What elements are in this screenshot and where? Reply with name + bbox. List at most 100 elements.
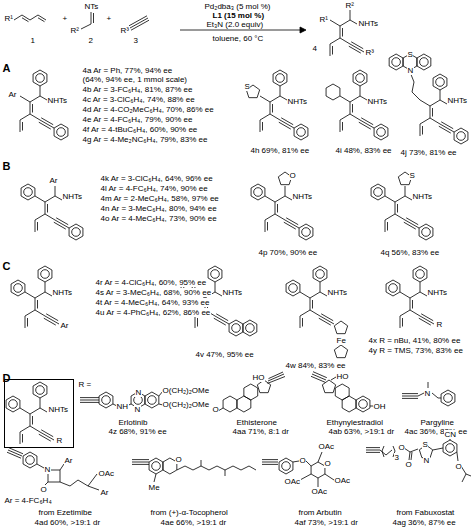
chem-label: 4aa 71%, 8:1 dr: [232, 427, 289, 436]
chem-label: from Fabuxostat: [396, 508, 455, 517]
chem-label: 4q 56%, 83% ee: [380, 248, 440, 257]
chem-label: N: [423, 456, 430, 465]
chem-label: from Ezetimibe: [38, 508, 92, 517]
chem-label: O: [398, 443, 405, 452]
chem-label: NHTs: [47, 96, 68, 105]
chem-label: Erlotinib: [118, 418, 148, 427]
chem-label: 4e Ar = 4-FC₆H₄, 79%, 90% ee: [82, 115, 193, 124]
panel-letter: C: [2, 260, 11, 272]
chem-label: 3: [133, 36, 138, 45]
chem-label: 4p 70%, 90% ee: [258, 248, 318, 257]
chem-label: R¹: [4, 14, 13, 23]
structure-label: R: [56, 436, 63, 445]
chem-label: 4n Ar = 3-MeC₆H₄, 80%, 94% ee: [100, 204, 217, 213]
chem-label: CN: [444, 430, 457, 439]
chem-label: O: [212, 405, 219, 414]
chem-label: NTs: [84, 2, 99, 11]
chem-label: +: [62, 14, 68, 23]
chem-label: Pd₂dba₃ (5 mol %): [204, 2, 271, 11]
chem-label: 4h 69%, 81% ee: [250, 146, 310, 155]
chem-label: 4d Ar = 4-CO₂MeC₆H₄, 70%, 86% ee: [82, 105, 214, 114]
chem-label: HO: [336, 372, 349, 381]
chem-label: 4s Ar = 3-MeC₆H₄, 68%, 90% ee: [95, 288, 212, 297]
chem-label: Et₃N (2.0 equiv): [206, 20, 264, 29]
chem-label: N: [135, 388, 142, 397]
chem-label: Ar: [100, 488, 109, 497]
chem-label: NHTs: [62, 192, 83, 201]
chem-label: OAc: [318, 442, 335, 451]
chem-label: from (+)-α-Tocopherol: [150, 508, 228, 517]
chem-label: S: [407, 50, 413, 59]
chem-label: L1 (15 mol %): [212, 11, 265, 20]
chem-label: 4l Ar = 4-FC₆H₄, 74%, 90% ee: [100, 184, 208, 193]
chem-label: 4x R = nBu, 41%, 80% ee: [368, 336, 461, 345]
chem-label: 4v 47%, 95% ee: [195, 350, 254, 359]
chem-label: Ethisterone: [236, 418, 277, 427]
chem-label: 4f Ar = 4-tBuC₆H₄, 60%, 90% ee: [82, 125, 198, 134]
chem-label: 4ac 36%, 82% ee: [404, 427, 468, 436]
chem-label: O: [175, 455, 182, 464]
chem-label: 4t Ar = 4-MeC₆H₄, 64%, 93% ee: [95, 298, 210, 307]
chem-label: +: [106, 14, 112, 23]
chem-label: NHTs: [52, 288, 73, 297]
chem-label: 4m Ar = 2-MeC₆H₄, 58%, 97% ee: [100, 194, 219, 203]
chem-label: 2: [88, 36, 93, 45]
chem-label: NHTs: [447, 96, 468, 105]
chem-label: 3: [394, 453, 399, 462]
chem-label: Ar: [49, 176, 58, 185]
chem-label: S: [409, 171, 415, 180]
chem-label: 4r Ar = 4-ClC₆H₄, 60%, 95% ee: [95, 278, 207, 287]
chem-label: O(CH₂)₂OMe: [162, 400, 210, 409]
chem-label: 4j 73%, 81% ee: [400, 148, 457, 157]
chem-label: Ethynylestradiol: [326, 418, 383, 427]
chem-label: Fe: [336, 336, 346, 345]
chem-label: O: [299, 456, 306, 465]
chem-label: OAc: [98, 469, 115, 478]
panel-letter: B: [2, 160, 11, 172]
chem-label: Ar: [8, 90, 17, 99]
chem-label: OH: [373, 402, 386, 411]
chem-label: S: [422, 440, 428, 449]
chem-label: R =: [78, 380, 92, 389]
structure-label: NHTs: [48, 405, 69, 414]
chem-label: NHTs: [412, 192, 433, 201]
chem-label: (64%, 94% ee, 1 mmol scale): [82, 75, 188, 84]
chem-label: O: [405, 460, 412, 469]
chem-label: 4a Ar = Ph, 77%, 94% ee: [82, 66, 173, 75]
chem-label: NHTs: [287, 97, 308, 106]
chem-label: O: [324, 459, 331, 468]
chem-label: NHTs: [358, 19, 379, 28]
chem-label: N: [44, 465, 51, 474]
chem-label: NHTs: [222, 288, 243, 297]
chem-label: Me: [148, 483, 160, 492]
chem-label: N: [424, 389, 431, 398]
chem-label: OAc: [311, 487, 328, 496]
chem-label: 4z 68%, 91% ee: [108, 427, 167, 436]
chem-label: R: [436, 320, 443, 329]
chem-label: R³: [120, 26, 129, 35]
chem-label: 4ag 36%, 87% ee: [392, 518, 456, 527]
chem-label: 4af 73%, >19:1 dr: [294, 518, 358, 527]
chem-label: R¹: [319, 15, 328, 24]
chem-label: 4i 48%, 83% ee: [335, 146, 392, 155]
chem-label: Ar: [60, 321, 69, 330]
chem-label: 4k Ar = 3-ClC₆H₄, 64%, 96% ee: [100, 174, 213, 183]
chem-label: OAc: [334, 476, 351, 485]
chem-label: 4u Ar = 4-PhC₆H₄, 62%, 86% ee: [95, 308, 211, 317]
chem-label: NHTs: [367, 97, 388, 106]
chem-label: 4: [312, 44, 317, 53]
chem-label: R²: [70, 26, 79, 35]
chem-label: NHTs: [327, 288, 348, 297]
chem-label: OAc: [284, 477, 301, 486]
chem-label: HO: [252, 373, 265, 382]
chem-label: 4ae 66%, >19:1 dr: [160, 518, 227, 527]
structure-box: NHTsR: [4, 379, 74, 448]
chem-label: O: [40, 485, 47, 494]
chem-label: NH: [116, 402, 129, 411]
chem-label: N: [407, 66, 414, 75]
chem-label: 4w 84%, 83% ee: [285, 361, 346, 370]
chem-label: NHTs: [292, 192, 313, 201]
chem-label: 4b Ar = 3-FC₆H₄, 81%, 87% ee: [82, 85, 193, 94]
chem-label: NHTs: [427, 288, 448, 297]
chem-label: 4o Ar = 4-MeC₆H₄, 73%, 90% ee: [100, 214, 217, 223]
